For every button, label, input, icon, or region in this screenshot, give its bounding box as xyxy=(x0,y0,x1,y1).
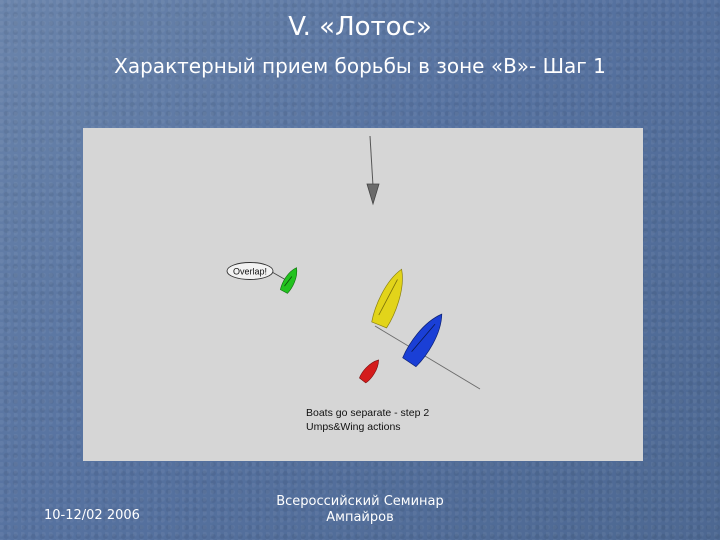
overlap-callout: Overlap! xyxy=(226,262,274,280)
footer-event: Всероссийский Семинар Ампайров xyxy=(260,494,460,526)
yellow-boat-icon xyxy=(371,268,403,329)
footer-event-line-2: Ампайров xyxy=(326,510,394,525)
blue-boat-icon xyxy=(402,313,443,368)
diagram-caption: Boats go separate - step 2 Umps&Wing act… xyxy=(306,406,429,434)
diagram-panel: Overlap! Boats go separate - step 2 Umps… xyxy=(83,128,643,461)
caption-line-1: Boats go separate - step 2 xyxy=(306,407,430,419)
diagram-canvas: Overlap! xyxy=(226,135,481,390)
overlap-line xyxy=(374,325,481,390)
wind-arrow-icon xyxy=(366,135,380,206)
caption-line-2: Umps&Wing actions xyxy=(306,421,401,433)
overlap-callout-label: Overlap! xyxy=(233,267,267,277)
footer-event-line-1: Всероссийский Семинар xyxy=(276,494,444,509)
red-boat-icon xyxy=(359,359,379,384)
callout-pointer xyxy=(271,271,287,281)
footer-date: 10-12/02 2006 xyxy=(44,508,140,523)
green-boat-icon xyxy=(280,267,298,294)
slide-title: V. «Лотос» xyxy=(288,12,432,42)
slide-subtitle: Характерный прием борьбы в зоне «В»- Шаг… xyxy=(114,54,606,78)
